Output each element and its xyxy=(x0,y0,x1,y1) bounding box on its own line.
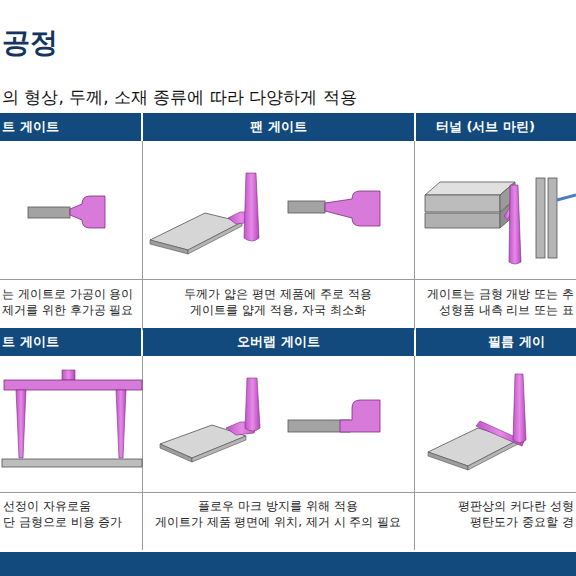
cell-note: 평탄도가 중요할 경 xyxy=(470,514,574,530)
header-band: 트 게이트 xyxy=(0,113,141,141)
cell-note: 플로우 마크 방지를 위해 적용 xyxy=(198,498,357,514)
cell-note: 는 게이트로 가공이 용이 xyxy=(2,286,133,302)
header-text: 트 게이트 xyxy=(2,118,59,136)
slide-title: 공정 xyxy=(2,26,58,60)
header-band: 팬 게이트 xyxy=(143,113,414,141)
header-text: 오버랩 게이트 xyxy=(237,333,320,351)
cell-note: 게이트를 얇게 적용, 자국 최소화 xyxy=(190,302,365,318)
cell-note: 선정이 자유로움 xyxy=(3,498,91,514)
header-text: 터널 (서브 마린) xyxy=(436,118,535,136)
header-band: 터널 (서브 마린) xyxy=(416,113,576,141)
header-band: 트 게이트 xyxy=(0,328,141,356)
header-text: 팬 게이트 xyxy=(250,118,307,136)
header-band: 필름 게이 xyxy=(416,328,576,356)
header-text: 트 게이트 xyxy=(2,333,59,351)
header-text: 필름 게이 xyxy=(488,333,545,351)
cell-note: 성형품 내측 리브 또는 표 xyxy=(439,302,574,318)
cell-note: 제거를 위한 후가공 필요 xyxy=(2,302,133,318)
cell-note: 게이트가 제품 평면에 위치, 제거 시 주의 필요 xyxy=(155,514,402,530)
header-band: 오버랩 게이트 xyxy=(143,328,414,356)
cell-note: 단 금형으로 비용 증가 xyxy=(3,514,122,530)
cell-note: 두께가 얇은 평면 제품에 주로 적용 xyxy=(184,286,371,302)
cell-note: 게이트는 금형 개방 또는 추 xyxy=(427,286,574,302)
cell-note: 평판상의 커다란 성형 xyxy=(458,498,574,514)
subtitle: 의 형상, 두께, 소재 종류에 따라 다양하게 적용 xyxy=(2,86,357,108)
